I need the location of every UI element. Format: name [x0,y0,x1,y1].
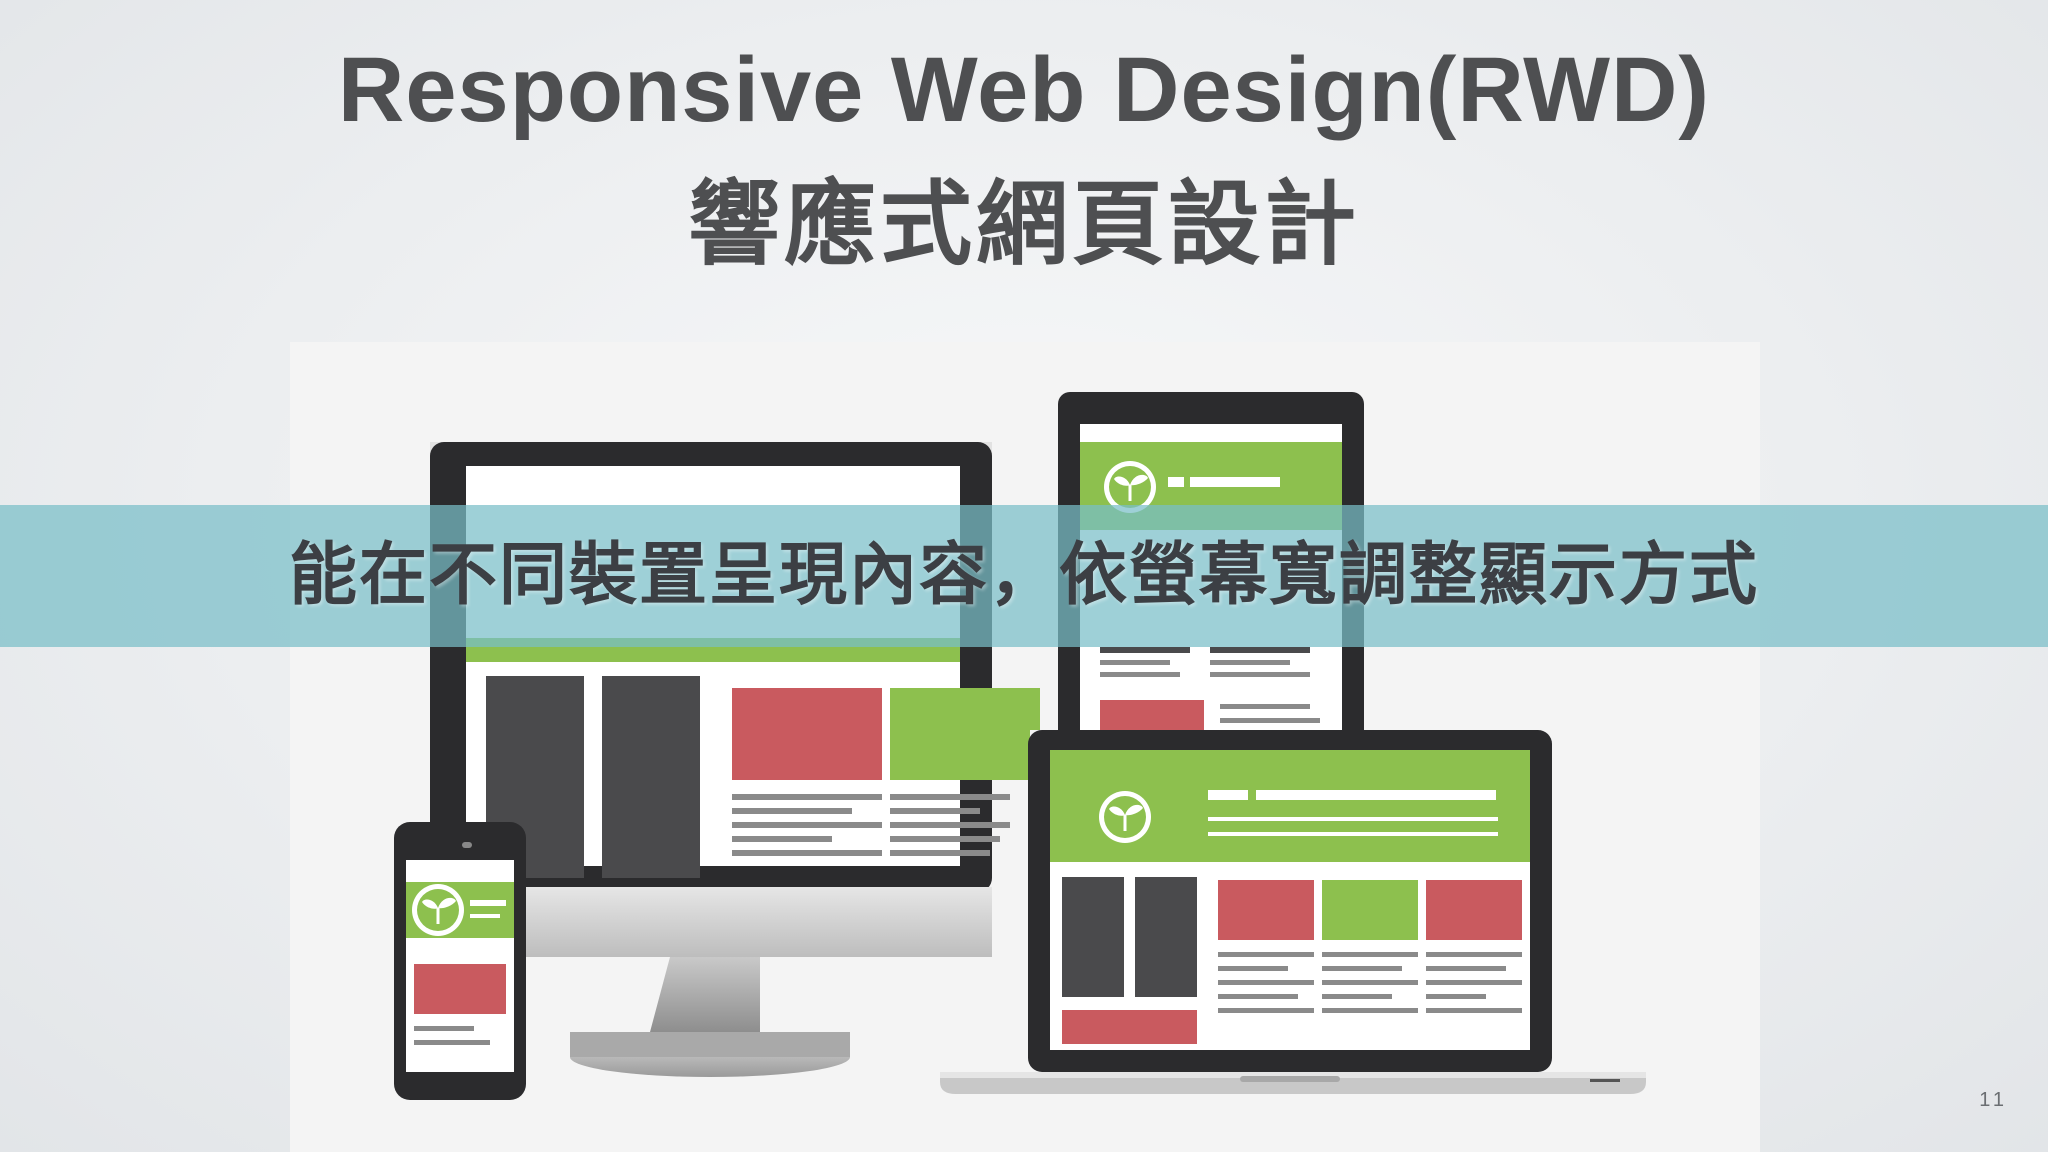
highlight-banner: 能在不同裝置呈現內容，依螢幕寬調整顯示方式 [0,505,2048,647]
slide-title-english: Responsive Web Design(RWD) [337,39,1711,141]
desktop-monitor [430,442,1040,1077]
responsive-devices-illustration [290,342,1760,1152]
smartphone [394,822,526,1100]
banner-text: 能在不同裝置呈現內容，依螢幕寬調整顯示方式 [288,536,1759,615]
page-number: 11 [1979,1089,2008,1111]
slide-title-chinese: 響應式網頁設計 [687,171,1360,278]
laptop [940,730,1646,1094]
